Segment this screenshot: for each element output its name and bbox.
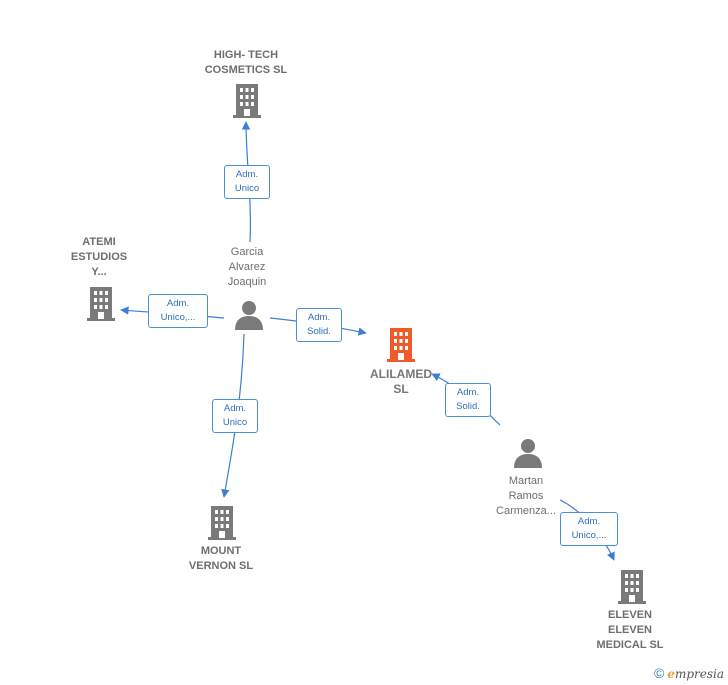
brand-logo: empresia	[667, 667, 724, 681]
building-icon[interactable]	[233, 84, 261, 118]
edge-label-garcia-alilamed[interactable]: Adm. Solid.	[296, 308, 342, 342]
person-icon[interactable]	[514, 439, 542, 468]
copyright-icon: ©	[653, 665, 665, 681]
person-icon[interactable]	[235, 301, 263, 330]
building-icon[interactable]	[208, 506, 236, 540]
edge-label-garcia-hightech[interactable]: Adm. Unico	[224, 165, 270, 199]
node-label-martan-ramos[interactable]: Martan Ramos Carmenza...	[496, 475, 556, 517]
node-label-alilamed[interactable]: ALILAMED SL	[370, 367, 432, 396]
edge-label-martan-alilamed[interactable]: Adm. Solid.	[445, 383, 491, 417]
node-label-mount-vernon[interactable]: MOUNT VERNON SL	[188, 545, 254, 572]
node-label-eleven-medical[interactable]: ELEVEN ELEVEN MEDICAL SL	[596, 609, 664, 651]
edge-label-garcia-mount[interactable]: Adm. Unico	[212, 399, 258, 433]
edge-label-martan-eleven[interactable]: Adm. Unico,...	[560, 512, 618, 546]
empresia-watermark: ©empresia	[654, 665, 724, 681]
building-main-icon[interactable]	[387, 328, 415, 362]
node-label-atemi-estudios[interactable]: ATEMI ESTUDIOS Y...	[70, 236, 128, 278]
node-label-high-tech-cosmetics[interactable]: HIGH- TECH COSMETICS SL	[204, 49, 288, 76]
building-icon[interactable]	[87, 287, 115, 321]
building-icon[interactable]	[618, 570, 646, 604]
edge-label-garcia-atemi[interactable]: Adm. Unico,...	[148, 294, 208, 328]
node-label-garcia-alvarez[interactable]: Garcia Alvarez Joaquin	[227, 246, 267, 288]
